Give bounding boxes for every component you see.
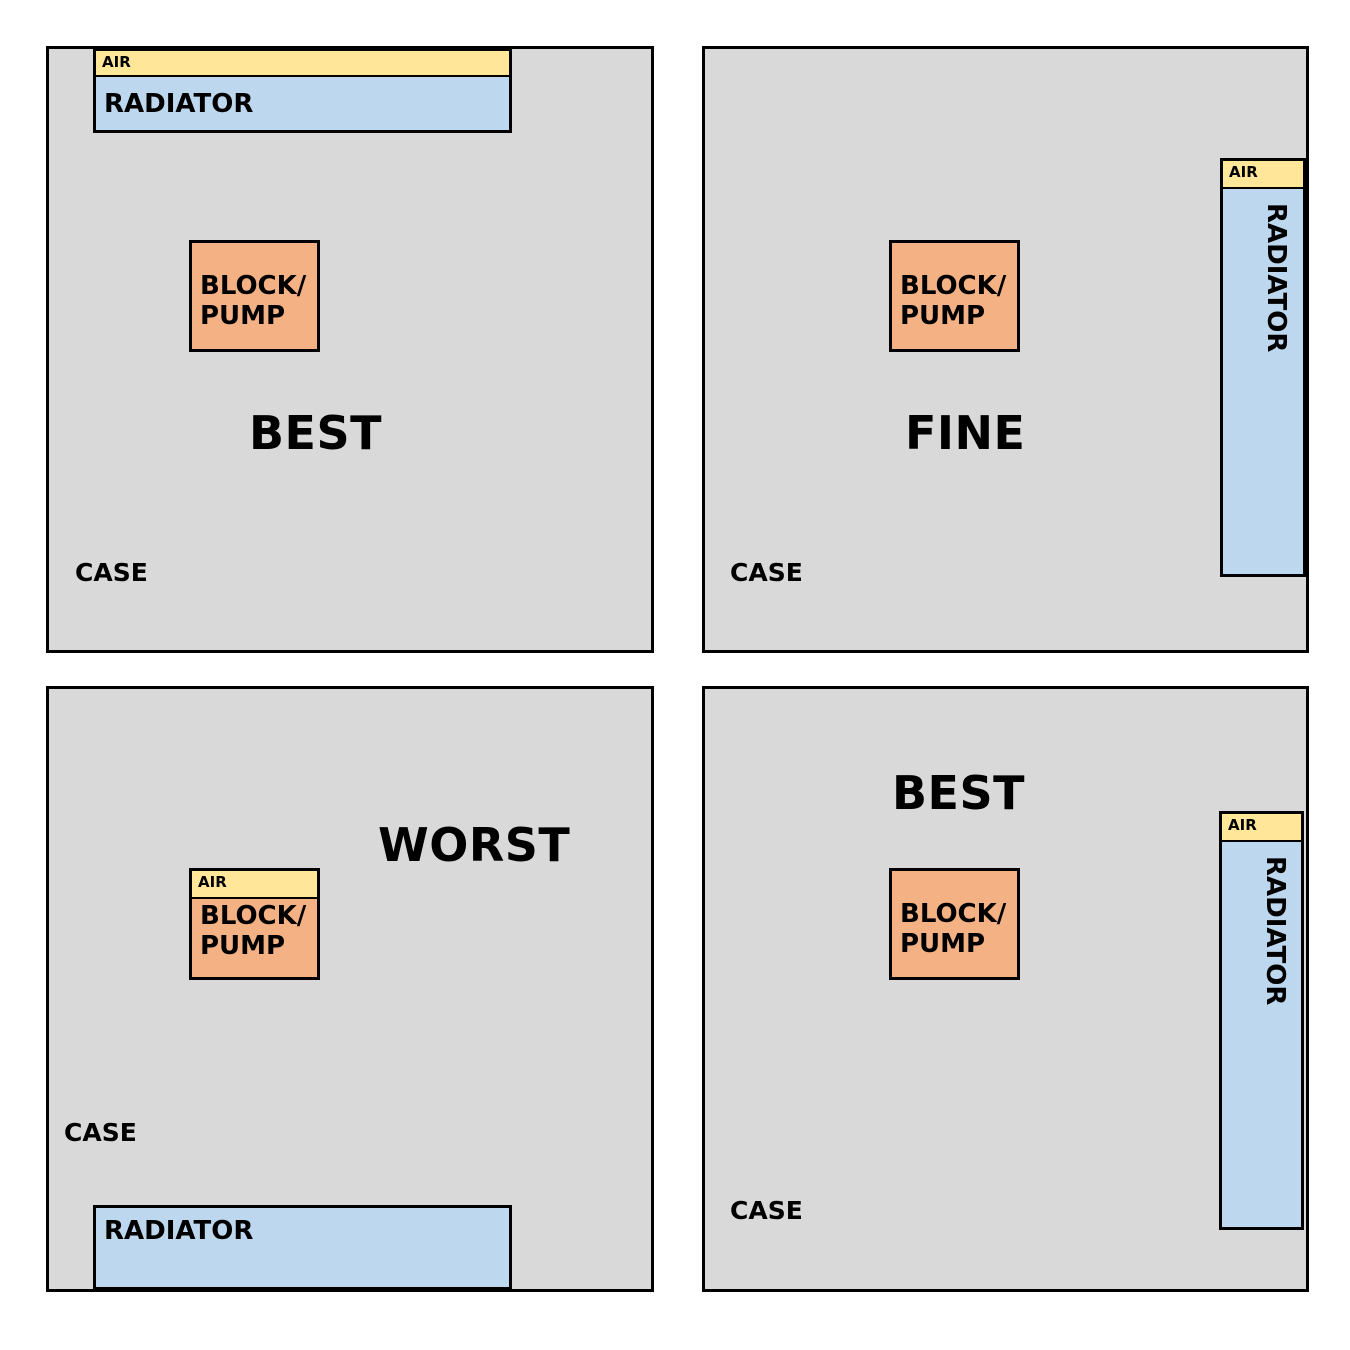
case-label-4: CASE — [730, 1196, 803, 1225]
radiator-2: AIR RADIATOR — [1220, 158, 1306, 577]
rating-label-3: WORST — [378, 818, 571, 872]
radiator-label-2: RADIATOR — [1261, 203, 1291, 353]
block-pump-4: BLOCK/ PUMP — [889, 868, 1020, 980]
block-pump-label-2: BLOCK/ PUMP — [900, 271, 1007, 331]
radiator-label-4: RADIATOR — [1260, 856, 1290, 1006]
block-pump-1: BLOCK/ PUMP — [189, 240, 320, 352]
air-strip-2: AIR — [1223, 161, 1303, 189]
radiator-3: RADIATOR — [93, 1205, 512, 1290]
air-strip-1: AIR — [96, 51, 509, 77]
block-pump-2: BLOCK/ PUMP — [889, 240, 1020, 352]
radiator-1: AIR RADIATOR — [93, 48, 512, 133]
block-pump-label-4: BLOCK/ PUMP — [900, 899, 1007, 959]
radiator-4: AIR RADIATOR — [1219, 811, 1304, 1230]
case-panel-1 — [46, 46, 654, 653]
case-label-3: CASE — [64, 1118, 137, 1147]
air-strip-4: AIR — [1222, 814, 1301, 842]
air-strip-3: AIR — [192, 871, 317, 899]
case-label-2: CASE — [730, 558, 803, 587]
rating-label-4: BEST — [892, 766, 1025, 820]
radiator-label-1: RADIATOR — [104, 89, 254, 119]
radiator-label-3: RADIATOR — [104, 1216, 254, 1246]
case-label-1: CASE — [75, 558, 148, 587]
rating-label-2: FINE — [905, 406, 1026, 460]
block-pump-label-3: BLOCK/ PUMP — [200, 901, 307, 961]
block-pump-3: AIR BLOCK/ PUMP — [189, 868, 320, 980]
case-panel-4 — [702, 686, 1309, 1292]
case-panel-3 — [46, 686, 654, 1292]
rating-label-1: BEST — [249, 406, 382, 460]
block-pump-label-1: BLOCK/ PUMP — [200, 271, 307, 331]
